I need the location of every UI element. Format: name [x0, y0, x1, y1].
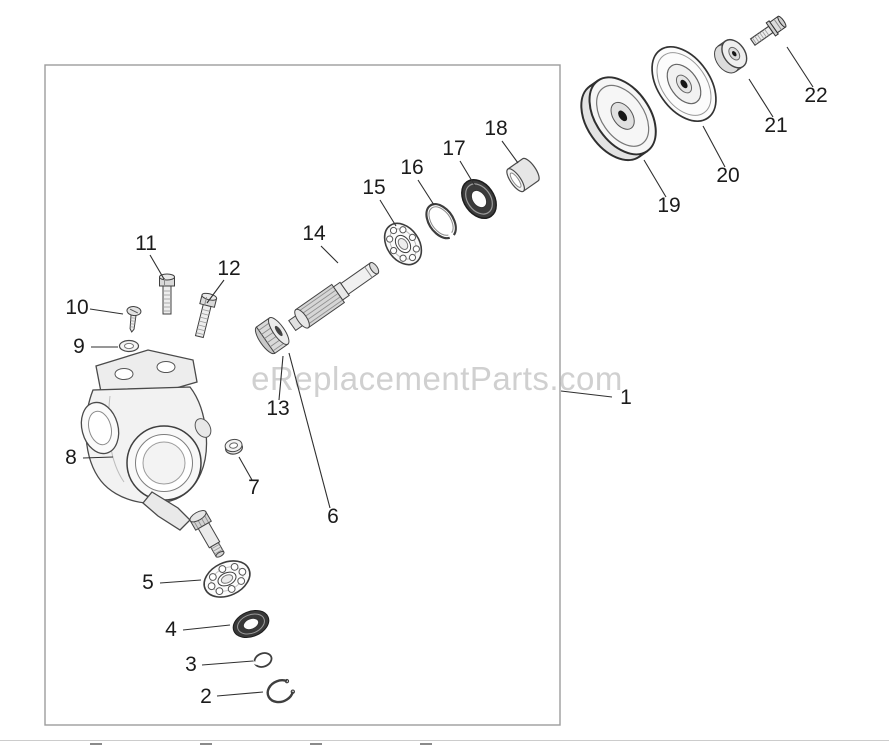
part-label-16: 16: [400, 156, 423, 179]
part-label-1: 1: [620, 386, 632, 409]
part-8-gearbox-housing: [80, 349, 212, 531]
part-label-5: 5: [142, 571, 154, 594]
part-16-snap-ring: [425, 203, 457, 240]
part-21-hub: [714, 38, 748, 74]
part-19-pulley: [580, 76, 657, 162]
part-label-10: 10: [65, 296, 88, 319]
part-7-nut: [224, 438, 244, 455]
part-20-pulley-disc: [651, 46, 717, 122]
part-label-9: 9: [73, 335, 85, 358]
part-13-gear: [254, 317, 290, 355]
part-label-6: 6: [327, 505, 339, 528]
part-12-bolt: [194, 292, 218, 339]
assembly-bounding-box: [44, 64, 561, 726]
part-2-retaining-ring: [266, 678, 296, 704]
part-label-7: 7: [248, 476, 260, 499]
watermark-text: eReplacementParts.com: [251, 360, 623, 397]
part-15-ball-bearing: [383, 222, 423, 266]
bottom-edge-marks: [0, 740, 889, 745]
part-label-21: 21: [764, 114, 787, 137]
leader-lines: [82, 46, 814, 697]
part-label-19: 19: [657, 194, 680, 217]
part-labels: 1 2 3 4 5 6 7 8 9 10 11 12 13 14 15 16 1…: [65, 84, 828, 708]
part-label-15: 15: [362, 176, 385, 199]
part-label-14: 14: [302, 222, 326, 245]
part-label-2: 2: [200, 685, 212, 708]
part-label-20: 20: [716, 164, 739, 187]
part-9-washer: [118, 339, 140, 353]
part-label-3: 3: [185, 653, 197, 676]
part-label-4: 4: [165, 618, 177, 641]
part-label-18: 18: [484, 117, 507, 140]
part-label-8: 8: [65, 446, 77, 469]
part-18-bushing: [506, 157, 540, 193]
part-14-splined-shaft: [288, 262, 380, 332]
part-3-o-ring: [253, 652, 273, 668]
part-label-12: 12: [217, 257, 240, 280]
part-label-11: 11: [135, 232, 157, 255]
part-4-seal: [232, 609, 270, 639]
part-label-22: 22: [804, 84, 827, 107]
part-22-bolt: [749, 15, 787, 46]
part-10-screw: [126, 306, 142, 333]
part-11-bolt: [159, 273, 175, 315]
part-5-ball-bearing: [203, 560, 251, 598]
part-label-13: 13: [266, 397, 289, 420]
part-label-17: 17: [442, 137, 465, 160]
part-17-seal: [461, 179, 497, 219]
part-6-pinion-shaft: [189, 510, 225, 558]
